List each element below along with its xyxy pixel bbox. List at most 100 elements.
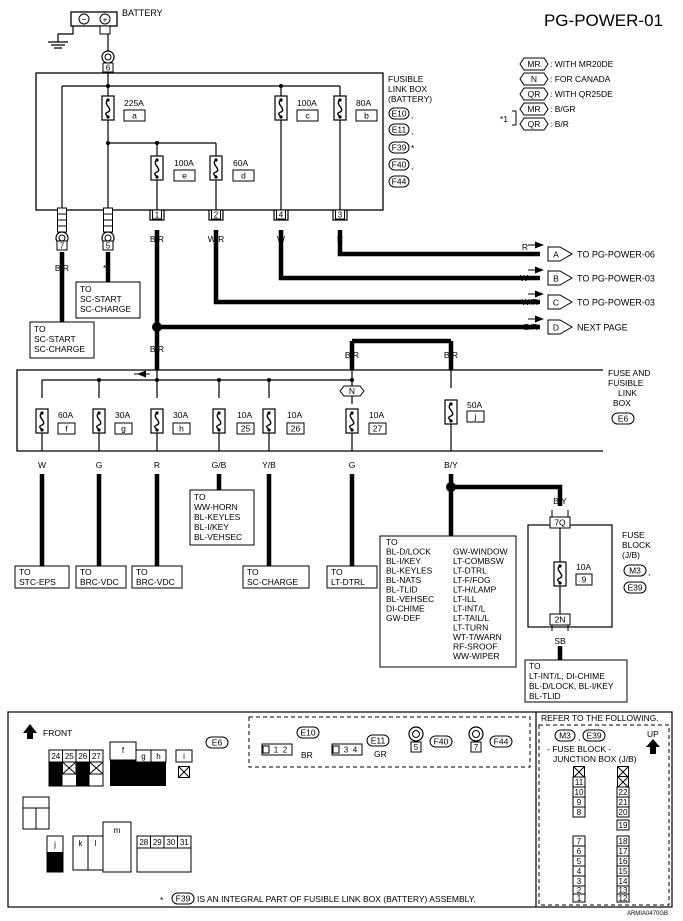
battery-label: BATTERY: [122, 8, 163, 18]
svg-text:A: A: [553, 250, 559, 260]
svg-text:5: 5: [577, 857, 582, 866]
svg-text:GW-WINDOW: GW-WINDOW: [453, 547, 508, 557]
svg-text:27: 27: [92, 752, 101, 761]
svg-text:10A: 10A: [576, 562, 591, 572]
svg-text:−: −: [82, 15, 87, 25]
svg-text:BL-D/LOCK, BL-I/KEY: BL-D/LOCK, BL-I/KEY: [529, 681, 614, 691]
front-indicator: FRONT: [23, 724, 72, 739]
svg-text:WW-WIPER: WW-WIPER: [453, 651, 500, 661]
svg-text:BL-D/LOCK: BL-D/LOCK: [386, 547, 431, 557]
to-box-ww: TO WW-HORN BL-KEYLES BL-I/KEY BL-VEHSEC: [189, 489, 255, 546]
refer-text: REFER TO THE FOLLOWING.: [541, 713, 659, 723]
svg-text:TO: TO: [386, 537, 398, 547]
to-box-bl-list: TO BL-D/LOCK BL-I/KEY BL-KEYLES BL-NATS …: [379, 535, 517, 668]
svg-text:BL-KEYLES: BL-KEYLES: [194, 512, 241, 522]
output-b: W B TO PG-POWER-03: [520, 266, 655, 286]
svg-text:a: a: [132, 111, 137, 121]
svg-text:f: f: [65, 424, 68, 434]
svg-text:e: e: [182, 171, 187, 181]
svg-text:E11: E11: [371, 736, 386, 746]
svg-text:2: 2: [283, 746, 288, 755]
svg-text:TO: TO: [80, 567, 92, 577]
fuse-block-term-top: 7Q: [554, 518, 566, 528]
diagram-code: ARMIA0470GB: [627, 911, 668, 917]
svg-text:(J/B): (J/B): [622, 550, 640, 560]
svg-text:12: 12: [619, 894, 628, 903]
jb-label-1: - FUSE BLOCK -: [547, 744, 611, 754]
svg-text:TO: TO: [194, 492, 206, 502]
fusible-link-box: [35, 72, 384, 211]
svg-text:: B/GR: : B/GR: [550, 104, 576, 114]
svg-text:: WITH MR20DE: : WITH MR20DE: [550, 59, 614, 69]
svg-text:E11: E11: [392, 125, 407, 135]
svg-text:M3: M3: [559, 731, 571, 741]
svg-text:LT-DTRL: LT-DTRL: [453, 566, 487, 576]
svg-text:21: 21: [619, 798, 628, 807]
svg-text:BL-VEHSEC: BL-VEHSEC: [194, 532, 242, 542]
svg-text:LINK: LINK: [618, 388, 637, 398]
fuse-wire-26: Y/B: [262, 460, 276, 470]
svg-text:F40: F40: [392, 160, 407, 170]
svg-text:FUSIBLE: FUSIBLE: [388, 74, 424, 84]
svg-text:BL-VEHSEC: BL-VEHSEC: [386, 594, 434, 604]
svg-text:SC-START: SC-START: [80, 294, 122, 304]
svg-text:LT-F/FOG: LT-F/FOG: [453, 575, 491, 585]
footnote: * F39 IS AN INTEGRAL PART OF FUSIBLE LIN…: [160, 892, 476, 905]
svg-text:g: g: [141, 752, 145, 761]
svg-text:LT-TAIL/L: LT-TAIL/L: [453, 613, 489, 623]
svg-text:+: +: [103, 15, 108, 25]
fuse-wire-f: W: [38, 460, 46, 470]
terminal-3: 3: [332, 209, 348, 221]
svg-text:5: 5: [414, 743, 419, 752]
svg-text:LT-DTRL: LT-DTRL: [331, 577, 365, 587]
svg-text:60A: 60A: [233, 158, 248, 168]
svg-text:8: 8: [577, 808, 582, 817]
svg-text:TO: TO: [247, 567, 259, 577]
svg-text:FUSE: FUSE: [622, 530, 645, 540]
svg-text:TO PG-POWER-03: TO PG-POWER-03: [577, 298, 655, 308]
svg-text:C: C: [553, 298, 559, 308]
up-indicator: UP: [646, 729, 660, 754]
svg-text:TO: TO: [34, 324, 46, 334]
svg-text:FUSE AND: FUSE AND: [608, 368, 651, 378]
fuse-wire-h: R: [154, 460, 160, 470]
svg-text:l: l: [95, 839, 97, 848]
connector-e11: E11 3 4 GR: [331, 734, 390, 759]
link-box-connectors: E10 , E11 , F39 * F40 , F44: [388, 107, 415, 188]
svg-text:F39: F39: [392, 143, 407, 153]
svg-text:10A: 10A: [287, 410, 302, 420]
svg-text:9: 9: [577, 798, 582, 807]
svg-text:LT-INT/L: LT-INT/L: [453, 604, 486, 614]
svg-text:E10: E10: [300, 728, 315, 738]
fuse-block-title: FUSE BLOCK (J/B) M3 , E39: [622, 530, 651, 594]
terminal-7: 7: [60, 242, 65, 251]
wire-color-join: B/R: [150, 344, 164, 354]
svg-text:28: 28: [139, 838, 148, 847]
svg-text:W: W: [520, 273, 528, 283]
output-d: B/R D NEXT PAGE: [524, 315, 628, 335]
svg-text:10A: 10A: [369, 410, 384, 420]
svg-text:f: f: [122, 746, 125, 755]
svg-text:*: *: [411, 143, 415, 153]
fusible-link-e: 100A e: [150, 155, 196, 182]
page-id: PG-POWER-01: [544, 11, 663, 30]
refer-connectors: M3 , E39: [554, 729, 606, 742]
svg-text:WW-HORN: WW-HORN: [194, 502, 238, 512]
svg-text:SC-CHARGE: SC-CHARGE: [80, 304, 131, 314]
svg-text:30A: 30A: [115, 410, 130, 420]
fuse-wire-25: G/B: [212, 460, 227, 470]
svg-text:m: m: [114, 826, 121, 835]
svg-text:h: h: [156, 752, 160, 761]
fuse-wire-j: B/Y: [444, 460, 458, 470]
svg-text:QR: QR: [528, 119, 541, 129]
svg-text:BRC-VDC: BRC-VDC: [136, 577, 175, 587]
terminal-4: 4: [273, 209, 289, 221]
svg-text:b: b: [364, 111, 369, 121]
svg-text:4: 4: [279, 211, 284, 220]
svg-text:g: g: [121, 424, 126, 434]
svg-text:F39: F39: [176, 894, 191, 904]
